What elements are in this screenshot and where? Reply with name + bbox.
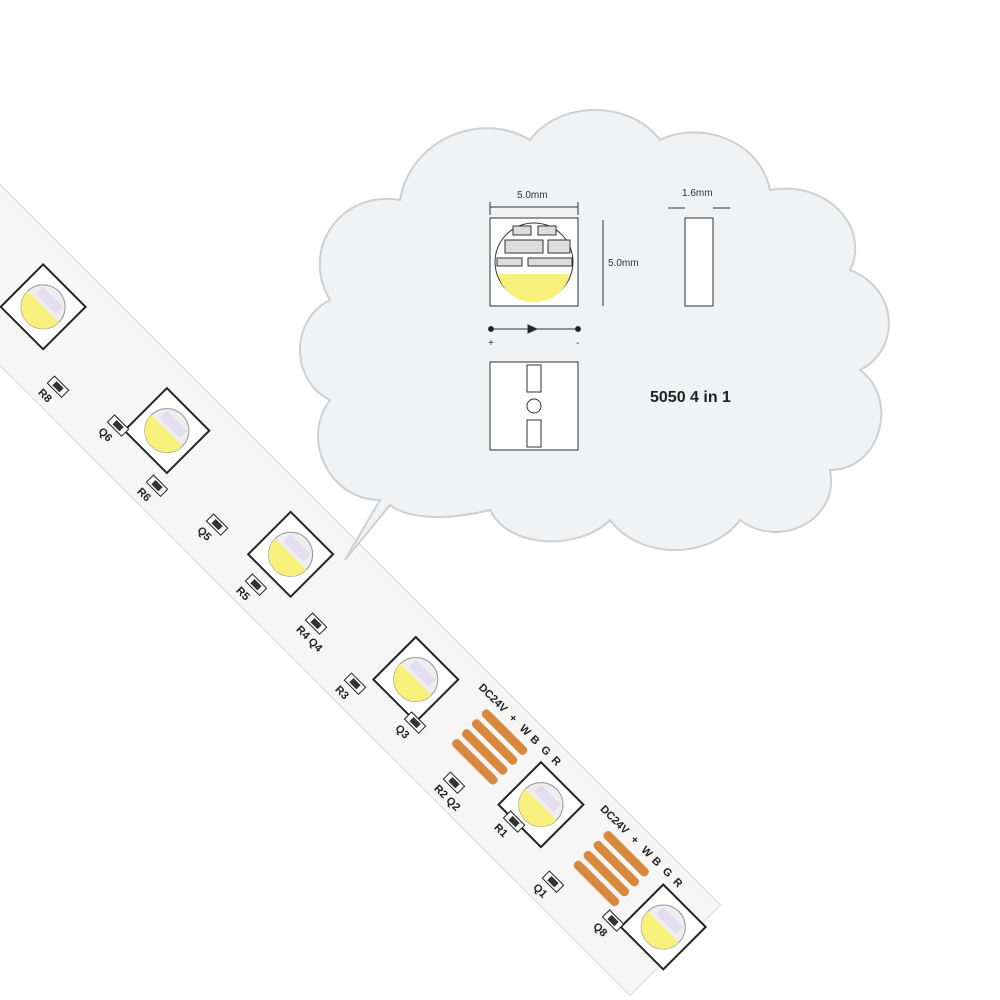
led-chip [619,883,708,971]
plus-label: + [488,338,494,349]
led-chip [246,510,335,599]
smd-component: R8 [35,375,70,405]
chip-title: 5050 4 in 1 [650,389,731,406]
callout-cloud [299,109,890,561]
led-chip [123,386,211,475]
led-chip-diagram [488,202,730,451]
led-chip [0,262,87,351]
smd-component: R3 [332,672,367,702]
thickness-label: 1.6mm [682,188,713,199]
diagram-labels: 5.0mm 5.0mm 1.6mm + - 5050 4 in 1 [488,188,731,406]
smd-component: R6 [134,474,169,504]
led-chip [371,635,460,724]
minus-label: - [576,338,579,349]
height-label: 5.0mm [608,258,639,269]
width-label: 5.0mm [517,190,548,201]
smd-component: R5 [233,573,268,603]
